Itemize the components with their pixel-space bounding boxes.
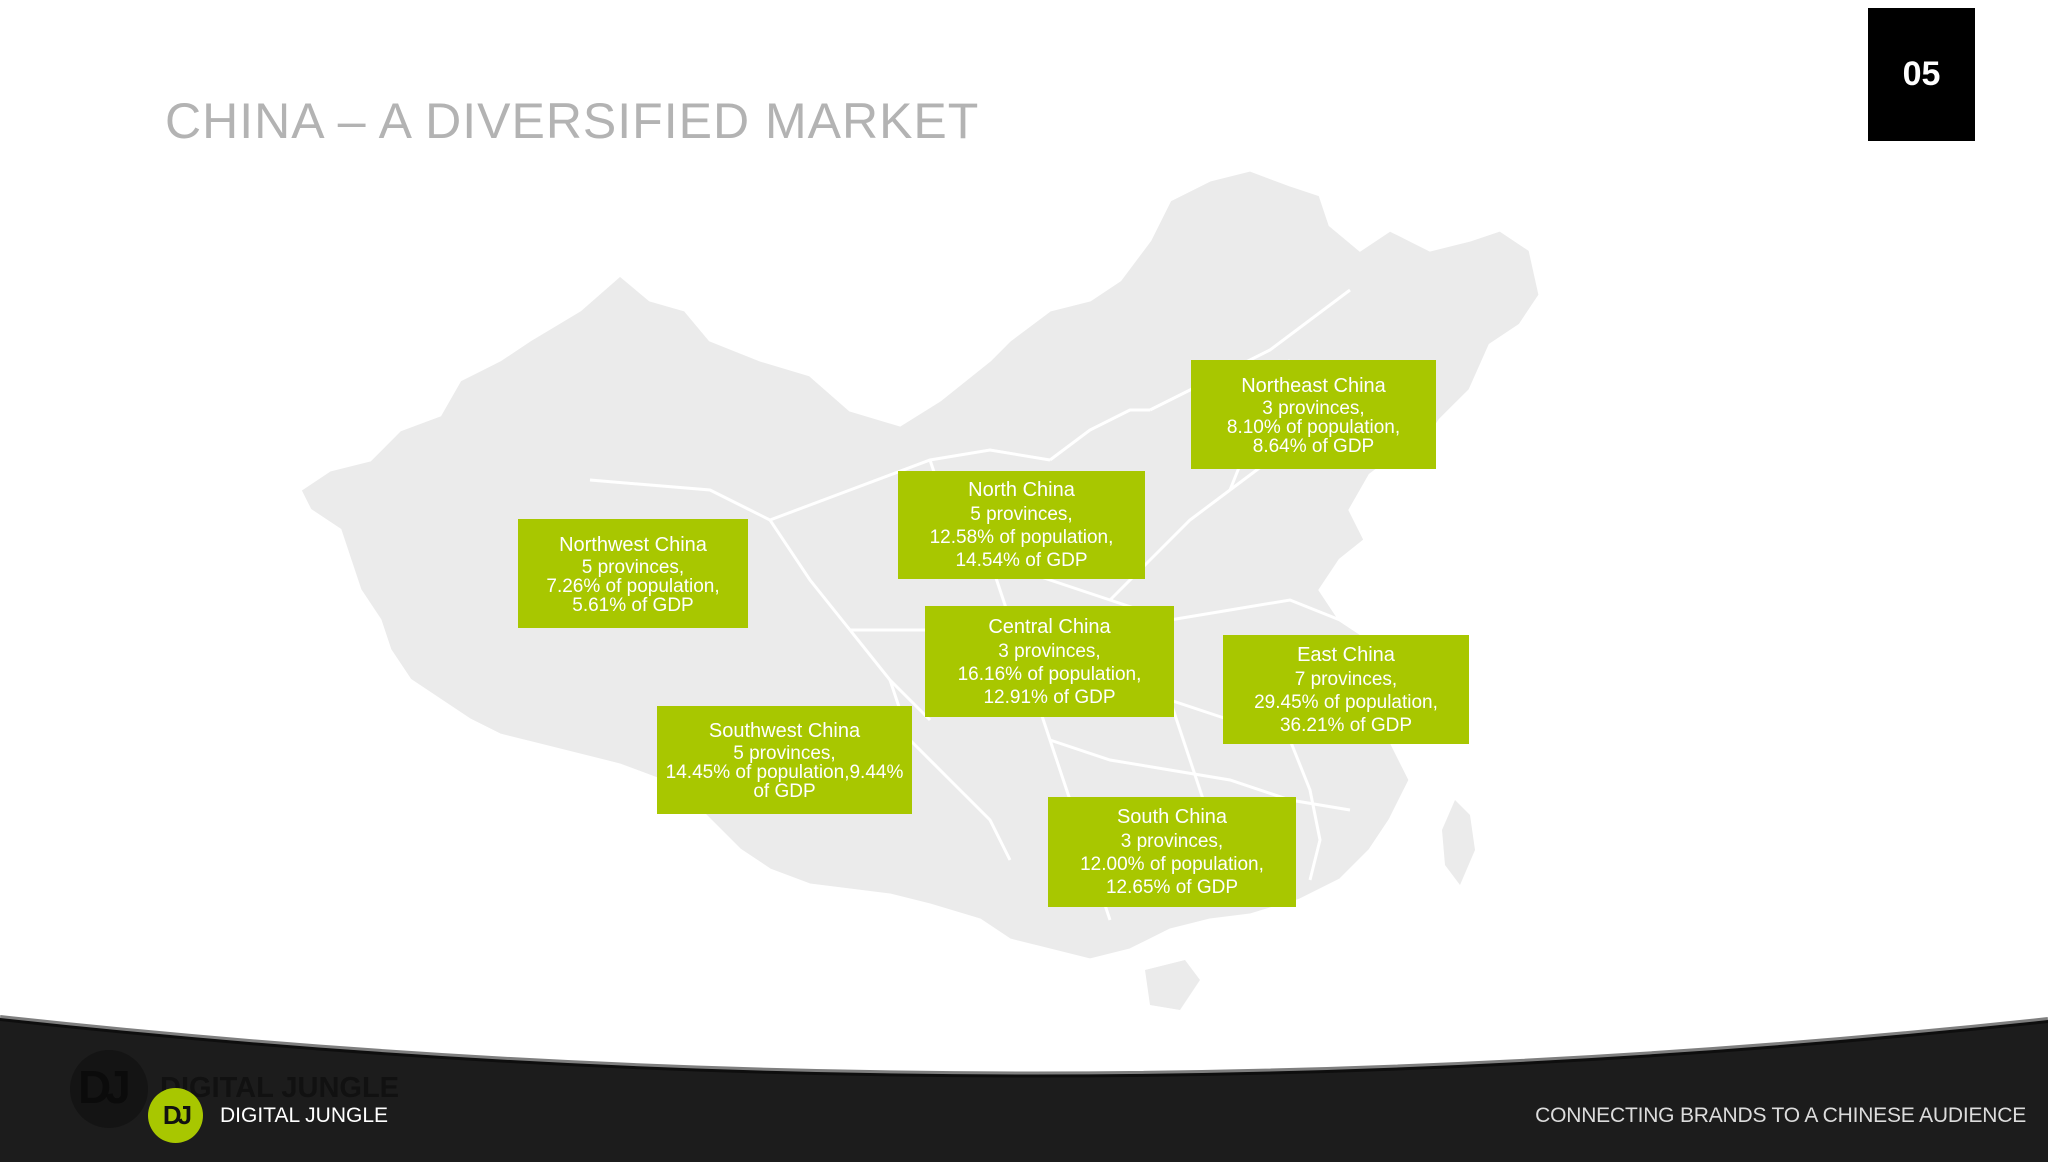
region-gdp: 12.65% of GDP — [1105, 877, 1239, 898]
region-southwest-china: Southwest China 5 provinces, 14.45% of p… — [657, 706, 912, 814]
region-provinces: 3 provinces, — [998, 640, 1101, 662]
region-population: 12.58% of population, — [929, 527, 1114, 548]
taiwan-island — [1442, 800, 1475, 885]
region-gdp: 14.54% of GDP — [955, 550, 1088, 571]
footer-curve — [0, 1015, 2048, 1162]
region-name: Central China — [988, 615, 1111, 638]
region-population: 14.45% of population,9.44% — [665, 762, 904, 783]
china-map-image — [298, 168, 1542, 1010]
region-provinces: 5 provinces, — [970, 504, 1073, 525]
brand-logo-dark-mark: DJ — [78, 1061, 131, 1113]
region-provinces: 5 provinces, — [733, 743, 836, 764]
region-population: 12.00% of population, — [1080, 854, 1264, 875]
region-gdp: 36.21% of GDP — [1279, 714, 1413, 736]
region-northeast-china: Northeast China 3 provinces, 8.10% of po… — [1191, 360, 1436, 469]
brand-logo-dark-circle — [70, 1050, 148, 1128]
page-number-badge: 05 — [1868, 8, 1975, 141]
page-title: CHINA – A DIVERSIFIED MARKET — [165, 93, 980, 149]
region-provinces: 3 provinces, — [1262, 397, 1365, 419]
brand-name: DIGITAL JUNGLE — [220, 1104, 389, 1127]
region-gdp: 12.91% of GDP — [983, 686, 1116, 708]
region-population: 8.10% of population, — [1226, 416, 1401, 438]
region-south-china: South China 3 provinces, 12.00% of popul… — [1048, 797, 1296, 907]
hainan-island — [1145, 960, 1200, 1010]
region-name: North China — [968, 479, 1075, 501]
region-population: 29.45% of population, — [1254, 691, 1438, 713]
region-name: South China — [1116, 806, 1228, 828]
region-name: East China — [1297, 643, 1395, 666]
region-name: Northwest China — [559, 533, 707, 556]
region-name: Southwest China — [708, 720, 861, 742]
region-provinces: 3 provinces, — [1120, 831, 1224, 852]
region-provinces: 7 provinces, — [1294, 668, 1398, 690]
footer-tagline: CONNECTING BRANDS TO A CHINESE AUDIENCE — [1535, 1104, 2026, 1127]
region-population: 16.16% of population, — [957, 663, 1142, 685]
region-gdp: 8.64% of GDP — [1252, 435, 1375, 457]
region-east-china: East China 7 provinces, 29.45% of popula… — [1223, 635, 1469, 744]
region-gdp: 5.61% of GDP — [572, 594, 694, 616]
brand-name-ghost: DIGITAL JUNGLE — [160, 1072, 399, 1104]
footer-band — [0, 1010, 2048, 1162]
region-central-china: Central China 3 provinces, 16.16% of pop… — [925, 606, 1174, 717]
region-population: 7.26% of population, — [546, 575, 720, 597]
region-north-china: North China 5 provinces, 12.58% of popul… — [898, 471, 1145, 579]
region-gdp: of GDP — [753, 781, 816, 802]
region-northwest-china: Northwest China 5 provinces, 7.26% of po… — [518, 519, 748, 628]
region-name: Northeast China — [1241, 374, 1386, 397]
brand-logo-icon: DJ — [148, 1088, 203, 1143]
region-provinces: 5 provinces, — [581, 556, 685, 578]
